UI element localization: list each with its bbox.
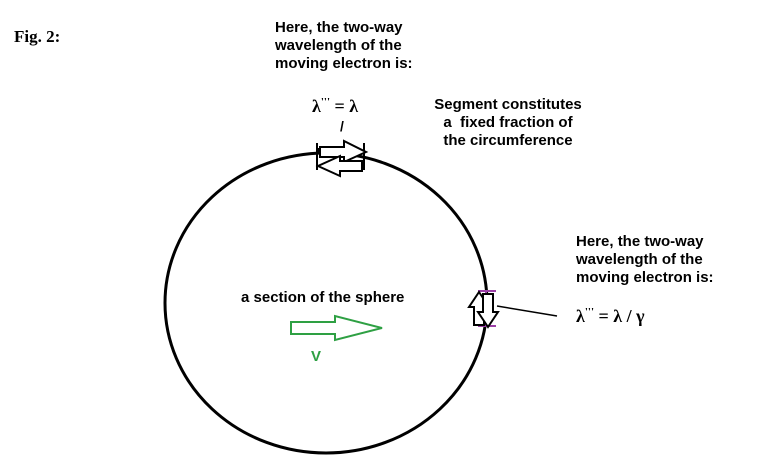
right-formula-lhs: λ	[576, 306, 585, 326]
velocity-arrow	[290, 314, 383, 342]
top-formula-primes: '''	[320, 96, 331, 108]
right-formula-rhs: = λ / γ	[598, 306, 645, 326]
top-formula: λ''' = λ	[312, 93, 358, 115]
right-note-line2: wavelength of the	[576, 251, 703, 268]
top-note-line1: Here, the two-way	[275, 19, 403, 36]
right-note-line3: moving electron is:	[576, 269, 714, 286]
top-formula-lhs: λ	[312, 96, 321, 116]
right-note-line1: Here, the two-way	[576, 233, 704, 250]
segment-note-line2: a fixed fraction of	[443, 114, 573, 131]
right-note: Here, the two-way wavelength of the movi…	[576, 233, 714, 287]
right-segment	[467, 290, 500, 329]
right-down-arrow	[476, 293, 500, 329]
top-forward-arrow	[319, 139, 369, 164]
top-formula-rhs: = λ	[334, 96, 359, 116]
figure-label: Fig. 2:	[14, 27, 61, 46]
tick-mark: /	[340, 118, 344, 134]
segment-note: Segment constitutes a fixed fraction of …	[427, 96, 589, 150]
top-note: Here, the two-way wavelength of the movi…	[275, 19, 413, 73]
segment-note-line1: Segment constitutes	[434, 96, 582, 113]
top-note-line3: moving electron is:	[275, 55, 413, 72]
sphere-label: a section of the sphere	[241, 289, 405, 306]
top-segment	[315, 139, 369, 178]
velocity-label: V	[311, 348, 322, 365]
right-formula-primes: '''	[584, 306, 595, 318]
top-note-line2: wavelength of the	[275, 37, 402, 54]
pointer-line	[496, 305, 558, 317]
segment-note-line3: the circumference	[443, 132, 573, 149]
top-backward-arrow	[315, 154, 363, 178]
right-formula: λ''' = λ / γ	[576, 303, 645, 325]
